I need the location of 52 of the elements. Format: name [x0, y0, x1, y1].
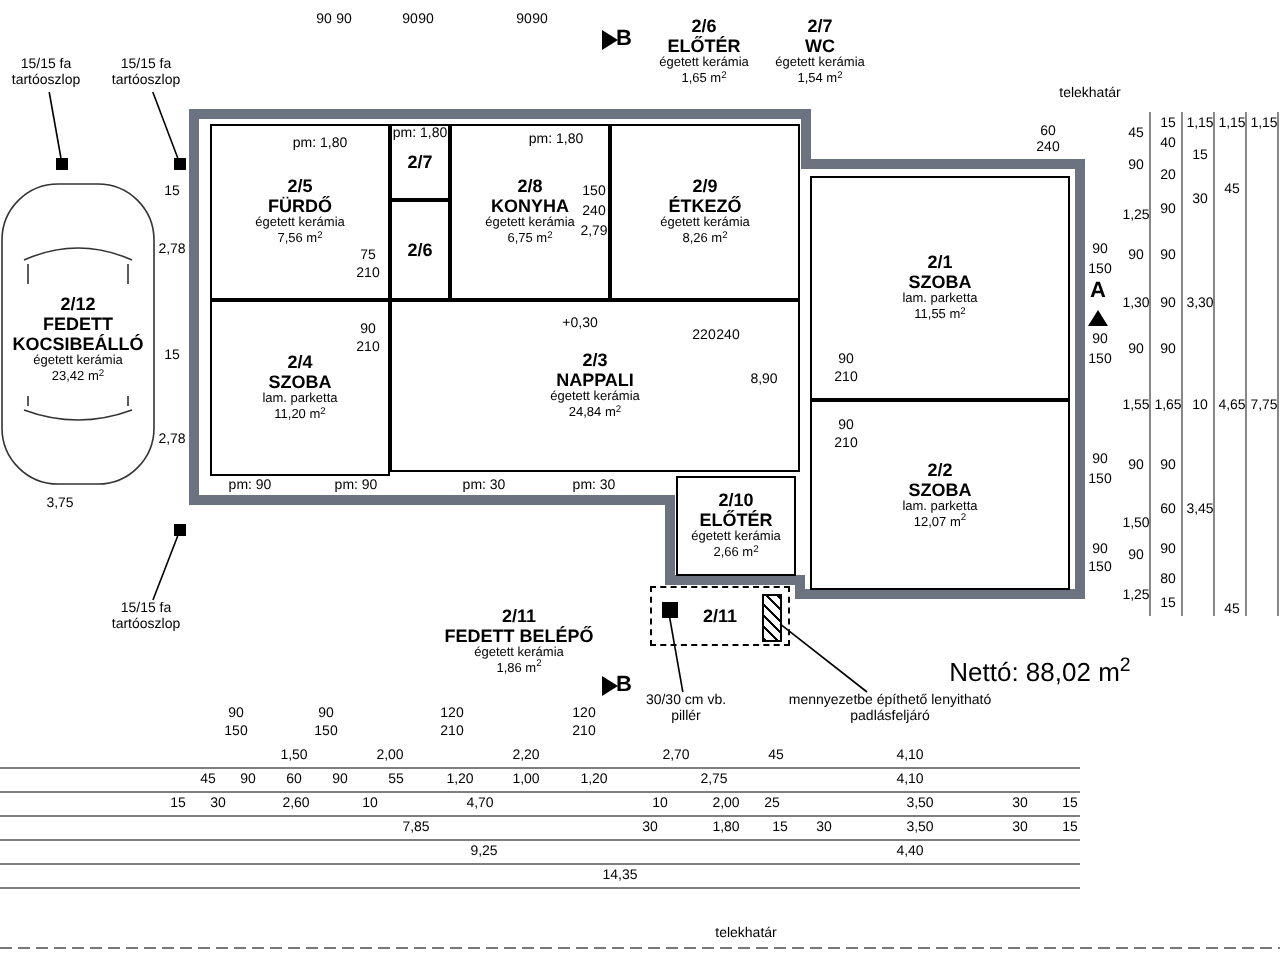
room-number: 2/9 — [692, 176, 718, 196]
column-symbol — [174, 524, 186, 536]
room-outline — [676, 476, 796, 576]
room-name: ÉTKEZŐ — [668, 196, 742, 216]
room-outline — [390, 300, 800, 472]
section-label: B — [616, 675, 632, 697]
column-symbol — [662, 602, 678, 618]
section-label: A — [1090, 281, 1106, 303]
room-number: 2/6 — [691, 16, 717, 36]
leader-line — [152, 91, 179, 159]
room-outline — [390, 200, 450, 300]
leader-line — [779, 623, 868, 693]
room-name: NAPPALI — [556, 370, 634, 390]
leader-line — [668, 615, 684, 693]
column-symbol — [174, 158, 186, 170]
room-outline — [610, 124, 800, 300]
room-number: 2/11 — [702, 606, 738, 626]
room-outline — [210, 300, 390, 476]
room-name: SZOBA — [908, 272, 972, 292]
room-name: FÜRDŐ — [268, 196, 332, 216]
room-number: 2/8 — [517, 176, 543, 196]
attic-hatch-symbol — [762, 594, 782, 642]
room-outline — [450, 124, 610, 300]
room-outline — [810, 400, 1070, 590]
room-name: KONYHA — [490, 196, 569, 216]
column-symbol — [56, 158, 68, 170]
room-name: ELŐTÉR — [699, 510, 773, 530]
room-number: 2/7 — [407, 152, 433, 172]
room-number: 2/4 — [287, 352, 313, 372]
room-name: FEDETT BELÉPŐ — [444, 625, 594, 645]
room-outline — [810, 176, 1070, 400]
room-name: WC — [805, 36, 835, 56]
room-number: 2/6 — [407, 240, 433, 260]
room-number: 2/2 — [927, 459, 953, 479]
room-outline — [650, 586, 790, 646]
room-name: FEDETT KOCSIBEÁLLÓ — [10, 314, 146, 354]
room-number: 2/10 — [718, 490, 754, 510]
room-number: 2/3 — [582, 350, 608, 370]
room-number: 2/7 — [807, 16, 833, 36]
room-number: 2/1 — [927, 252, 953, 272]
room-name: SZOBA — [908, 479, 972, 499]
room-number: 2/5 — [287, 176, 313, 196]
leader-line — [48, 91, 62, 159]
room-outline — [210, 124, 390, 300]
leader-line — [152, 535, 179, 601]
room-name: SZOBA — [268, 372, 332, 392]
room-name: ELŐTÉR — [667, 36, 741, 56]
section-label: B — [616, 29, 632, 51]
room-number: 2/12 — [60, 294, 96, 314]
net-area-text: Nettó: 88,02 m$^{2}$ — [949, 659, 1131, 685]
room-outline — [390, 124, 450, 200]
room-number: 2/11 — [501, 605, 537, 625]
